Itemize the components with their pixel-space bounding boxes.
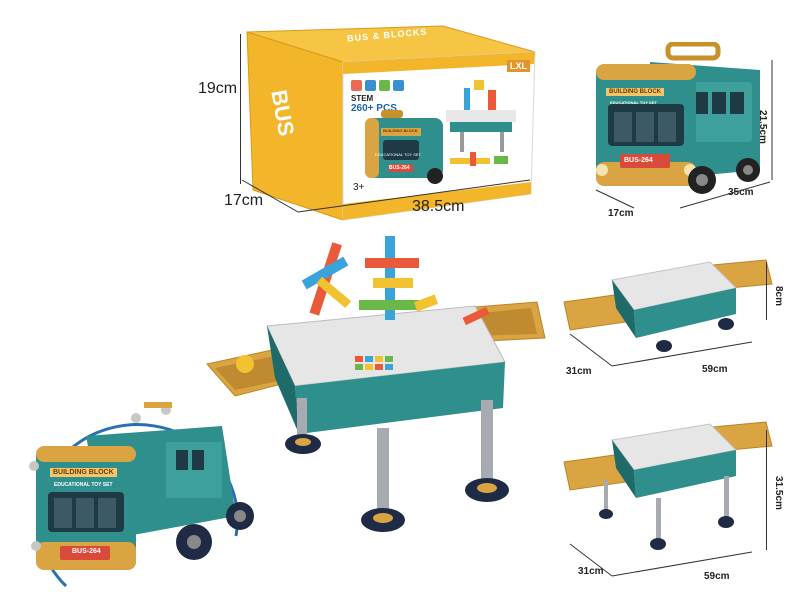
table-low-dim-lines: [566, 330, 766, 380]
bus-closed-plate-visible: BUS-264: [624, 157, 653, 164]
bus-closed-depth-label: 17cm: [608, 208, 634, 219]
bus-closed-sign: BUILDING BLOCK: [606, 88, 664, 96]
bus-closed-banner: EDUCATIONAL TOY SET: [610, 100, 657, 105]
box-depth-label: 17cm: [224, 192, 264, 209]
bus-detail-banner: EDUCATIONAL TOY SET: [54, 482, 113, 488]
bus-detail-sign: BUILDING BLOCK: [50, 468, 117, 477]
box-width-label: 38.5cm: [412, 198, 465, 215]
bus-detail-plate-visible: BUS-264: [72, 548, 101, 555]
box-bus-illustration: [361, 110, 451, 190]
table-high-height-label: 31.5cm: [773, 476, 784, 510]
box-height-line: [240, 34, 241, 184]
box-bus-sign: BUILDING BLOCK: [383, 128, 418, 133]
bus-closed: BUILDING BLOCK EDUCATIONAL TOY SET BUS-2…: [590, 42, 770, 202]
table-low: [560, 250, 780, 360]
bus-closed-width-label: 35cm: [728, 187, 754, 198]
product-box: BUS & BLOCKS BUS LXL STEM 260+ PCS 3+ BU…: [235, 22, 545, 222]
box-stem-label: STEM: [351, 94, 374, 103]
box-pieces: 260+ PCS: [351, 103, 397, 114]
table-high-width-label: 59cm: [704, 571, 730, 582]
box-dim-lines: [238, 172, 538, 222]
table-high-height-line: [766, 430, 767, 550]
table-high: [560, 420, 780, 570]
box-bus-banner: EDUCATIONAL TOY SET: [375, 152, 422, 157]
box-height-label: 19cm: [198, 80, 238, 97]
bus-closed-height-label: 21.5cm: [757, 110, 768, 144]
bus-detail: BUILDING BLOCK EDUCATIONAL TOY SET BUS-2…: [26, 396, 256, 596]
table-low-height-label: 8cm: [773, 286, 784, 307]
box-table-illustration: [440, 70, 530, 180]
table-low-depth-label: 31cm: [566, 366, 592, 377]
box-age: 3+: [353, 182, 365, 193]
play-table: [205, 228, 550, 538]
table-high-dim-lines: [566, 540, 766, 590]
box-bus-plate: BUS-264: [389, 165, 410, 171]
stem-icons: [351, 80, 405, 92]
table-low-width-label: 59cm: [702, 364, 728, 375]
table-high-depth-label: 31cm: [578, 566, 604, 577]
bus-closed-dim-lines: [594, 50, 784, 220]
box-logo: LXL: [507, 60, 530, 72]
table-low-height-line: [766, 262, 767, 320]
